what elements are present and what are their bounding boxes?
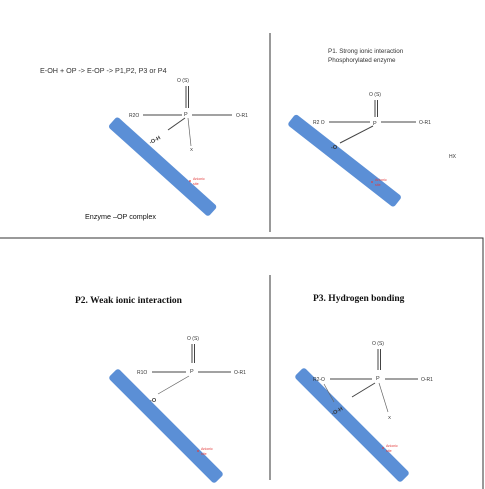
enzyme-bar bbox=[288, 114, 401, 207]
bottom-panel-frame bbox=[0, 237, 484, 489]
svg-text:Anionic: Anionic bbox=[193, 177, 205, 181]
oh-label: -O-H bbox=[331, 406, 344, 417]
anionic-site-label: Anionic site bbox=[189, 177, 205, 186]
or1-label: O-R1 bbox=[234, 370, 246, 376]
svg-text:Anionic: Anionic bbox=[386, 444, 398, 448]
svg-text:site: site bbox=[201, 452, 207, 456]
r1o-label: R1O bbox=[137, 370, 147, 376]
svg-text:Anionic: Anionic bbox=[201, 447, 213, 451]
anionic-site-label: Anionic site bbox=[371, 178, 387, 187]
svg-text:site: site bbox=[375, 183, 381, 187]
panel-p3-hydrogen-bonding: P3. Hydrogen bonding Anionic site O (S) … bbox=[295, 294, 433, 482]
svg-text:site: site bbox=[386, 449, 392, 453]
p1-title: P1. Strong ionic interaction bbox=[328, 48, 404, 55]
phosphorus-atom: P bbox=[190, 369, 194, 375]
oxygen-double-label: O (S) bbox=[372, 341, 384, 347]
phosphorus-atom: P bbox=[373, 121, 377, 127]
panel-p1-strong-ionic: P1. Strong ionic interaction Phosphoryla… bbox=[288, 48, 457, 207]
enzyme-bar bbox=[109, 117, 217, 216]
oxygen-double-label: O (S) bbox=[369, 92, 381, 98]
r2o-label: R2O bbox=[129, 113, 139, 119]
enzyme-bar bbox=[109, 369, 223, 483]
o-label: -O bbox=[331, 145, 338, 151]
phosphorus-atom: P bbox=[184, 112, 188, 118]
oxygen-double-label: O (S) bbox=[187, 336, 199, 342]
or1-label: O-R1 bbox=[236, 113, 248, 119]
p3-title: P3. Hydrogen bonding bbox=[313, 294, 405, 304]
reaction-equation: E-OH + OP -> E-OP -> P1,P2, P3 or P4 bbox=[40, 66, 167, 75]
panel-enzyme-op-complex: E-OH + OP -> E-OP -> P1,P2, P3 or P4 Ani… bbox=[40, 66, 248, 221]
anionic-site-label: Anionic site bbox=[382, 444, 398, 453]
or1-label: O-R1 bbox=[421, 377, 433, 383]
or1-label: O-R1 bbox=[419, 120, 431, 126]
x-label: X bbox=[190, 147, 193, 152]
oh-label: -O-H bbox=[148, 135, 161, 146]
r2o-label: R2 O bbox=[313, 120, 325, 126]
p1-subtitle: Phosphorylated enzyme bbox=[328, 57, 396, 64]
complex-caption: Enzyme –OP complex bbox=[85, 212, 156, 221]
enzyme-bar bbox=[295, 368, 409, 482]
oxygen-double-label: O (S) bbox=[177, 78, 189, 84]
svg-text:site: site bbox=[193, 182, 199, 186]
r2o-label: R2-O bbox=[313, 377, 325, 383]
o-label: -O bbox=[150, 398, 157, 404]
x-label: X bbox=[388, 415, 391, 420]
hx-label: HX bbox=[449, 154, 457, 160]
phosphorus-atom: P bbox=[376, 376, 380, 382]
svg-text:Anionic: Anionic bbox=[375, 178, 387, 182]
panel-p2-weak-ionic: P2. Weak ionic interaction Anionic site … bbox=[75, 296, 246, 483]
p2-title: P2. Weak ionic interaction bbox=[75, 296, 183, 306]
anionic-site-label: Anionic site bbox=[197, 447, 213, 456]
